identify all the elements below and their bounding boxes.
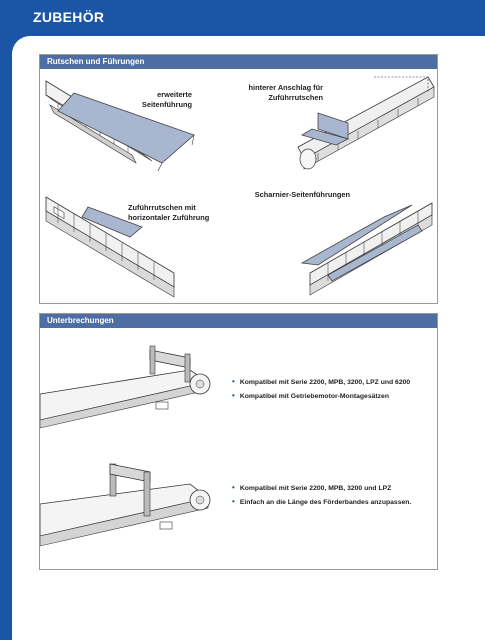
bullet-icon: • [232,483,235,492]
feature-item: •Kompatibel mit Getriebemotor-Montagesät… [232,391,389,400]
bullet-icon: • [232,377,235,386]
label-extended-side-guide: erweiterte Seitenführung [141,90,192,109]
feed-slide-illustration [45,196,175,298]
extended-side-guide-illustration [45,80,195,172]
bullet-icon: • [232,497,235,506]
rear-stop-illustration [297,76,435,170]
header-bar [0,0,485,36]
section-slides-and-guides: Rutschen und Führungen erweiterte Seiten… [39,54,438,304]
section-title: Rutschen und Führungen [40,55,437,69]
feature-item: •Kompatibel mit Serie 2200, MPB, 3200, L… [232,377,411,386]
label-hinged-side-guides: Scharnier-Seitenführungen [254,190,350,199]
stop-2-features: •Kompatibel mit Serie 2200, MPB, 3200 un… [232,483,411,511]
page-title: ZUBEHÖR [33,9,105,25]
section-stops: Unterbrechungen •Kompatibel mit Serie 22… [39,313,438,570]
stop-illustration-2 [40,463,211,547]
label-rear-stop: hinterer Anschlag für Zuführrutschen [248,83,323,102]
bullet-icon: • [232,391,235,400]
stop-1-features: •Kompatibel mit Serie 2200, MPB, 3200, L… [232,377,410,405]
left-edge-bar [0,36,12,640]
label-feed-slide: Zuführrutschen mit horizontaler Zuführun… [128,203,210,222]
feature-item: •Einfach an die Länge des Förderbandes a… [232,497,412,506]
hinged-side-guide-illustration [300,202,433,296]
section-title: Unterbrechungen [40,314,437,328]
feature-item: •Kompatibel mit Serie 2200, MPB, 3200 un… [232,483,392,492]
stop-illustration-1 [40,345,211,429]
